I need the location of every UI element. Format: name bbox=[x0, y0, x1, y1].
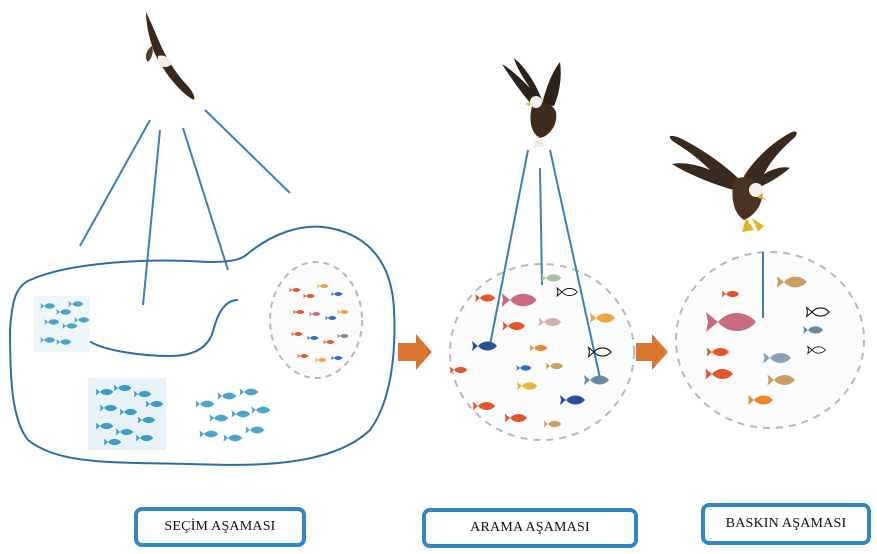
arrow-right-icon bbox=[636, 334, 668, 370]
fish-school-small bbox=[34, 296, 90, 352]
sight-lines-selection bbox=[80, 110, 290, 305]
search-stage bbox=[450, 58, 634, 440]
eagle-icon bbox=[670, 131, 797, 232]
stage-label-selection: SEÇİM AŞAMASI bbox=[134, 507, 306, 547]
fish-school-spread bbox=[196, 388, 271, 442]
eagle-icon bbox=[502, 58, 561, 148]
fish-school-dense bbox=[88, 378, 166, 450]
attack-stage bbox=[670, 131, 864, 428]
stage-label-search: ARAMA AŞAMASI bbox=[422, 508, 638, 548]
stage-label-attack: BASKIN AŞAMASI bbox=[701, 503, 871, 545]
arrow-right-icon bbox=[398, 334, 432, 370]
selection-stage bbox=[10, 12, 394, 465]
eagle-icon bbox=[146, 12, 194, 100]
